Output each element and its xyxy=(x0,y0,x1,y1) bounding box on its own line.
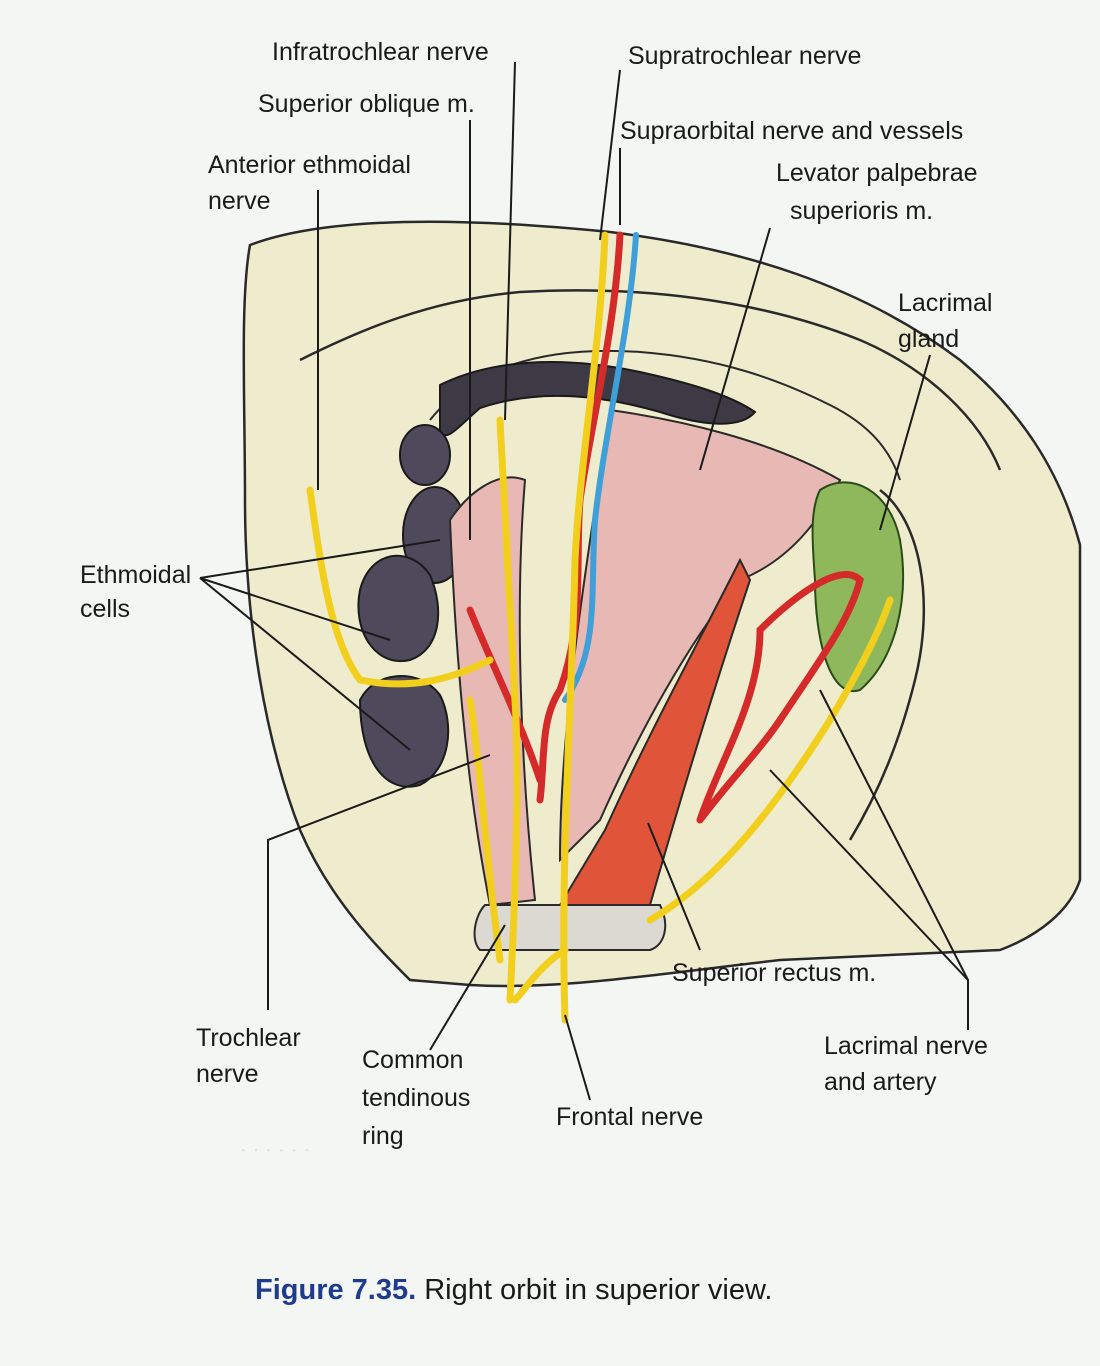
ethmoidal-cells-label-1: Ethmoidal xyxy=(80,561,192,589)
trochlear-nerve-label-2: nerve xyxy=(196,1060,259,1088)
trochlear-nerve-label-1: Trochlear xyxy=(196,1024,301,1052)
figure-caption-text: Right orbit in superior view. xyxy=(424,1274,773,1306)
superior-oblique-label: Superior oblique m. xyxy=(258,90,475,118)
leader-lines xyxy=(199,61,969,1101)
figure-caption: Figure 7.35. Right orbit in superior vie… xyxy=(255,1274,772,1307)
supraorbital-vein xyxy=(562,232,639,703)
infratrochlear-nerve-label: Infratrochlear nerve xyxy=(272,38,489,66)
supraorbital-label: Supraorbital nerve and vessels xyxy=(620,117,964,145)
levator-label-2: superioris m. xyxy=(790,197,934,225)
anterior-ethmoidal-label-2: nerve xyxy=(208,187,271,215)
nerves xyxy=(306,231,894,1024)
bleed-through-text: · · · · · · xyxy=(240,1138,310,1162)
common-ring-label-1: Common xyxy=(362,1046,464,1074)
common-ring-label-2: tendinous xyxy=(362,1084,471,1112)
common-ring-label-3: ring xyxy=(362,1122,404,1150)
levator-label-1: Levator palpebrae xyxy=(776,159,978,187)
superior-rectus-label: Superior rectus m. xyxy=(672,959,877,987)
figure-number: Figure 7.35. xyxy=(255,1274,417,1306)
lacrimal-nerve-artery-label-1: Lacrimal nerve xyxy=(824,1032,988,1060)
lacrimal-nerve-artery-label-2: and artery xyxy=(824,1068,937,1096)
lacrimal-gland-label-2: gland xyxy=(898,325,960,353)
ethmoidal-cells-label-2: cells xyxy=(80,595,131,623)
frontal-sinus xyxy=(439,361,757,437)
anterior-ethmoidal-label-1: Anterior ethmoidal xyxy=(208,151,411,179)
frontal-nerve-label: Frontal nerve xyxy=(556,1103,704,1131)
common-tendinous-ring xyxy=(473,904,667,951)
lacrimal-fossa xyxy=(848,489,925,841)
supratrochlear-nerve-label: Supratrochlear nerve xyxy=(628,42,862,70)
orbital-roof-edge xyxy=(299,289,1002,471)
lacrimal-gland-label-1: Lacrimal xyxy=(898,289,993,317)
